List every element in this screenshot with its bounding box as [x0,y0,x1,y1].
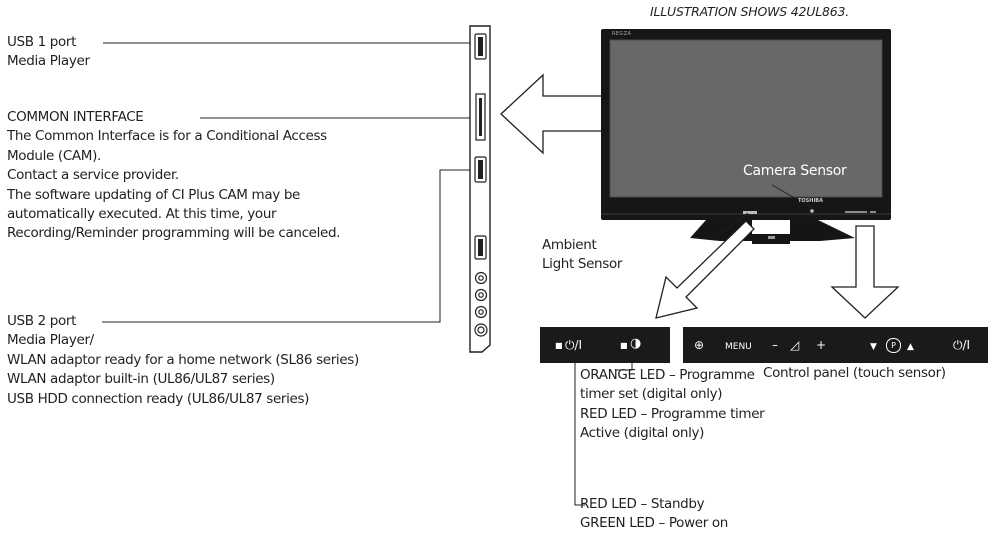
common-interface-title: COMMON INTERFACE [7,109,144,125]
control-panel: ⊕ MENU – ◿ + ▼ P ▲ ⏻/I [683,327,988,363]
menu-button[interactable]: MENU [725,342,752,352]
usb2-line-3: WLAN adaptor built-in (UL86/UL87 series) [7,371,275,388]
tv-brand-logo: TOSHIBA [798,198,823,204]
volume-up-button[interactable]: + [816,338,827,352]
timer-led-line-1: ORANGE LED – Programme [580,367,755,383]
ambient-line-1: Ambient [542,237,597,253]
usb2-title: USB 2 port [7,313,77,329]
input-icon[interactable]: ⊕ [694,338,705,352]
volume-down-button[interactable]: – [772,338,778,352]
usb1-line-1: Media Player [7,53,90,70]
tv-graphic [601,29,891,244]
programme-p-icon: P [886,338,901,353]
ci-line-4: The software updating of CI Plus CAM may… [7,186,300,203]
timer-led-dot: ■ [620,341,628,350]
control-panel-label: Control panel (touch sensor) [763,365,946,381]
programme-down-button[interactable]: ▼ [870,342,877,352]
standby-led-description: RED LED – Standby GREEN LED – Power on [580,495,728,534]
sensor-pointer-lines [718,184,813,236]
standby-led-line-2: GREEN LED – Power on [580,515,728,532]
ci-line-3: Contact a service provider. [7,167,179,184]
power-symbol: ⏻/I [565,338,583,352]
standby-led-dot: ■ [555,341,563,350]
ambient-line-2: Light Sensor [542,256,623,273]
usb2-line-4: USB HDD connection ready (UL86/UL87 seri… [7,390,310,407]
illustration-caption: ILLUSTRATION SHOWS 42UL863. [650,4,850,19]
ambient-sensor-label: Ambient Light Sensor [542,236,622,275]
camera-sensor-label: Camera Sensor [743,163,847,179]
ci-line-2: Module (CAM). [7,147,101,164]
timer-led-line-4: Active (digital only) [580,425,705,442]
usb2-label: USB 2 port Media Player/ WLAN adaptor re… [7,312,359,409]
timer-led-description: ORANGE LED – Programme timer set (digita… [580,366,765,444]
usb1-title: USB 1 port [7,34,77,50]
arrow-to-led-panel [655,220,755,319]
leader-led-standby [574,347,585,506]
tv-model-badge: REGZA [612,31,632,37]
usb1-label: USB 1 port Media Player [7,33,90,72]
camera-sensor-dot [810,209,814,213]
tv-stand [690,220,855,244]
standby-led-line-1: RED LED – Standby [580,496,705,512]
ci-line-5: automatically executed. At this time, yo… [7,206,277,223]
usb2-line-1: Media Player/ [7,332,94,349]
led-panel: ■ ⏻/I ■ ◑ [540,327,670,363]
power-button[interactable]: ⏻/I [953,338,971,352]
timer-led-line-3: RED LED – Programme timer [580,405,765,422]
common-interface-label: COMMON INTERFACE The Common Interface is… [7,108,340,244]
leader-usb2 [102,169,476,323]
volume-icon: ◿ [790,338,800,352]
leader-lines [102,42,633,506]
usb2-line-2: WLAN adaptor ready for a home network (S… [7,351,359,368]
ci-line-6: Recording/Reminder programming will be c… [7,225,341,242]
arrow-to-control-panel [830,225,900,319]
ci-line-1: The Common Interface is for a Conditiona… [7,128,327,145]
programme-up-button[interactable]: ▲ [907,342,914,352]
tv-side-panel [469,25,491,353]
av-jacks-graphic [474,271,488,337]
timer-led-line-2: timer set (digital only) [580,386,723,403]
timer-icon: ◑ [630,336,642,351]
arrow-to-side-panel [500,73,616,155]
